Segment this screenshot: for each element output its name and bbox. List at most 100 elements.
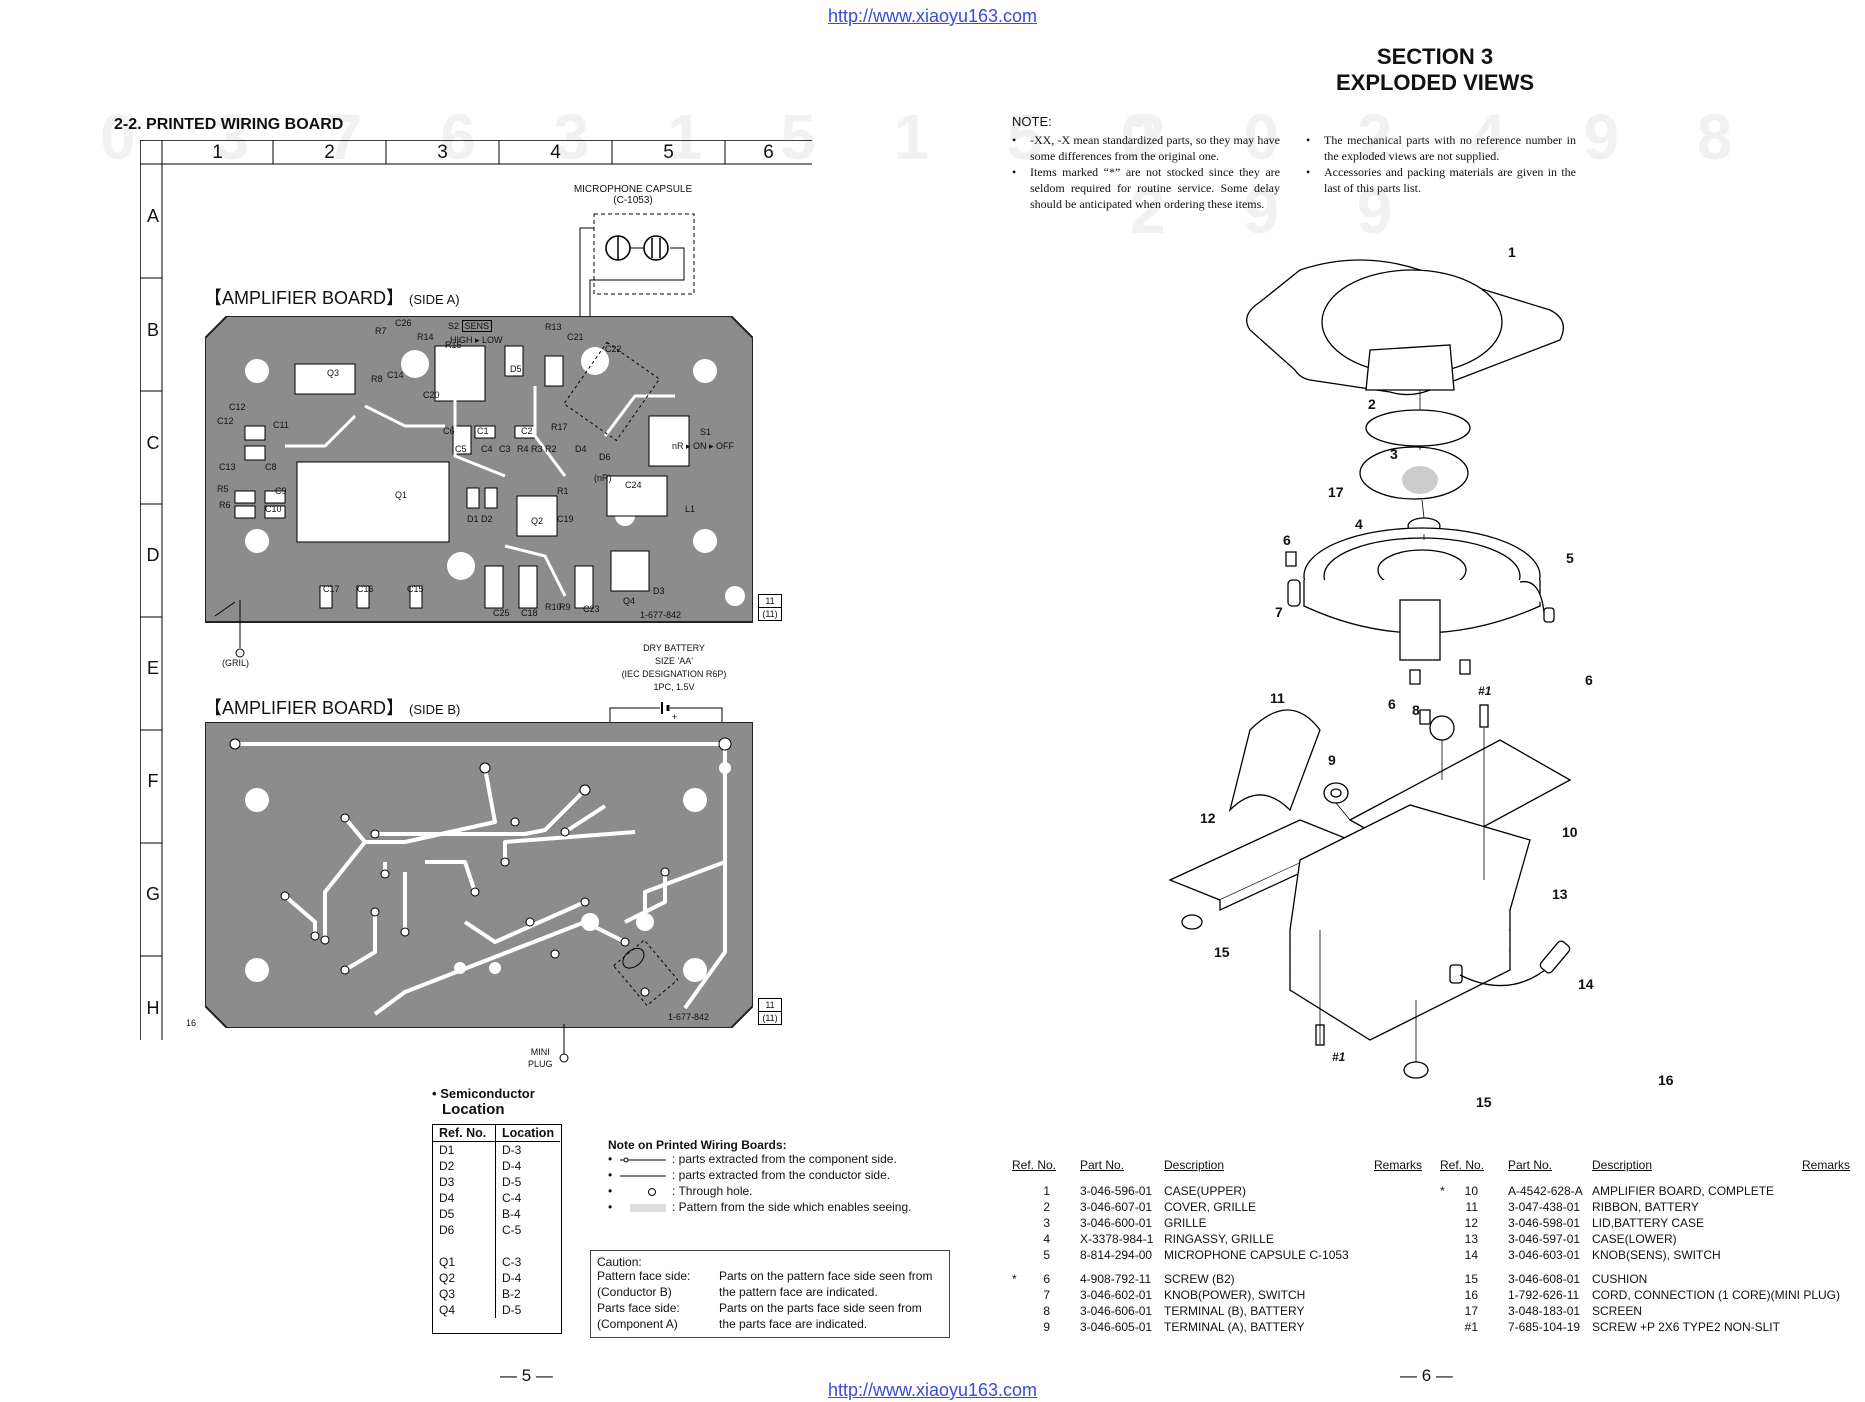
semi-ref-cell: D2 — [433, 1158, 496, 1174]
component-label: C13 — [219, 462, 236, 472]
mini-plug-line-1: MINI — [530, 1047, 550, 1057]
sheet-ref-b-top: 11 — [759, 999, 781, 1012]
watermark-digits: 0 3 7 6 3 1 5 1 5 0 — [100, 101, 1186, 173]
component-label: R14 — [417, 332, 434, 342]
parts-ref: 7 — [1043, 1288, 1050, 1302]
pwb-note: Note on Printed Wiring Boards: • : parts… — [608, 1138, 912, 1216]
component-label: L1 — [685, 504, 696, 514]
parts-number: 3-046-596-01 — [1080, 1184, 1153, 1198]
component-label: Q3 — [327, 368, 340, 378]
symbol-pattern — [630, 1204, 666, 1212]
component-label: C3 — [499, 444, 511, 454]
semi-ref-cell: Q3 — [433, 1286, 496, 1302]
component-label: Q4 — [623, 596, 636, 606]
caution-rows: Pattern face side:Parts on the pattern f… — [597, 1269, 943, 1333]
battery-line-2: SIZE 'AA' — [655, 656, 693, 666]
parts-ref: 12 — [1464, 1216, 1478, 1230]
semi-ref-cell: Q4 — [433, 1302, 496, 1318]
pwb-note-title: Note on Printed Wiring Boards: — [608, 1138, 787, 1152]
parts-ref: 3 — [1043, 1216, 1050, 1230]
parts-ref: 17 — [1464, 1304, 1478, 1318]
component-label: C24 — [625, 480, 642, 490]
pwb-note-item-4: • : Pattern from the side which enables … — [608, 1200, 912, 1214]
grid-lines — [140, 140, 812, 1040]
parts-hdr-ref-right: Ref. No. — [1440, 1158, 1485, 1172]
battery-line-3: (IEC DESIGNATION R6P) — [621, 669, 727, 679]
caution-row: (Component A)the parts face are indicate… — [597, 1317, 943, 1333]
parts-description: CUSHION — [1592, 1272, 1648, 1286]
parts-ref: #1 — [1464, 1320, 1478, 1334]
footer-url[interactable]: http://www.xiaoyu163.com — [827, 1380, 1038, 1400]
parts-description: KNOB(POWER), SWITCH — [1164, 1288, 1306, 1302]
parts-ref: 14 — [1464, 1248, 1478, 1262]
parts-description: KNOB(SENS), SWITCH — [1592, 1248, 1721, 1262]
component-label: R4 — [517, 444, 529, 454]
parts-number: A-4542-628-A — [1508, 1184, 1583, 1198]
header-url[interactable]: http://www.xiaoyu163.com — [827, 6, 1038, 26]
parts-list-right: Ref. No. Part No. Description Remarks *1… — [1440, 1158, 1860, 1348]
parts-ref: 16 — [1464, 1288, 1478, 1302]
dry-battery-label: DRY BATTERY SIZE 'AA' (IEC DESIGNATION R… — [604, 642, 744, 694]
caution-text: Parts on the parts face side seen from — [719, 1301, 922, 1315]
component-label: Q1 — [395, 490, 408, 500]
semi-location-cell: D-4 — [502, 1159, 522, 1173]
parts-ref: 8 — [1043, 1304, 1050, 1318]
component-label: R2 — [545, 444, 557, 454]
semi-location-cell: C-3 — [502, 1255, 522, 1269]
component-label: R6 — [219, 500, 231, 510]
mic-capsule-label: MICROPHONE CAPSULE (C-1053) — [568, 184, 698, 206]
component-label: C4 — [481, 444, 493, 454]
mini-plug-line-2: PLUG — [528, 1059, 553, 1069]
grid-col-3: 3 — [437, 142, 448, 163]
semiconductor-heading: • Semiconductor Location — [432, 1086, 535, 1118]
note-item-1: -XX, -X mean standardized parts, so they… — [1012, 132, 1280, 164]
semi-location-cell: C-5 — [502, 1223, 522, 1237]
parts-ref: 11 — [1465, 1200, 1478, 1214]
side-a-heading: 【AMPLIFIER BOARD】 (SIDE A) — [204, 288, 460, 308]
component-label: C26 — [395, 318, 412, 328]
component-label: C12 — [217, 416, 234, 426]
component-label: C25 — [493, 608, 510, 618]
parts-number: 3-046-607-01 — [1080, 1200, 1153, 1214]
component-label: C15 — [407, 584, 424, 594]
grid-row-a: A — [146, 206, 159, 226]
parts-ref: 9 — [1043, 1320, 1050, 1334]
parts-ref: 4 — [1043, 1232, 1050, 1246]
semiconductor-title: Semiconductor — [440, 1086, 535, 1101]
component-label: C1 — [477, 426, 489, 436]
parts-number: 3-046-600-01 — [1080, 1216, 1153, 1230]
side-a-side: (SIDE A) — [409, 292, 460, 307]
sheet-ref-a-bottom: (11) — [762, 609, 778, 619]
parts-description: COVER, GRILLE — [1164, 1200, 1257, 1214]
sheet-ref-b-bottom: (11) — [762, 1013, 778, 1023]
note-item-2: Items marked “*” are not stocked since t… — [1012, 164, 1280, 212]
parts-hdr-remarks-right: Remarks — [1802, 1158, 1851, 1172]
mini-plug-label: MINI PLUG — [528, 1046, 553, 1070]
component-label: D6 — [599, 452, 611, 462]
component-label: C5 — [455, 444, 467, 454]
semi-ref-cell: D5 — [433, 1206, 496, 1222]
semi-location-cell: D-3 — [502, 1143, 522, 1157]
component-label: C9 — [275, 486, 287, 496]
parts-hdr-ref-left: Ref. No. — [1012, 1158, 1057, 1172]
sheet-ref-a-top: 11 — [759, 595, 781, 608]
s2-ref: S2 — [448, 321, 460, 331]
parts-number: 3-046-608-01 — [1508, 1272, 1581, 1286]
parts-hdr-part-right: Part No. — [1508, 1158, 1553, 1172]
parts-mark: * — [1012, 1272, 1017, 1286]
component-label: C16 — [357, 584, 374, 594]
caution-text: the pattern face are indicated. — [719, 1285, 878, 1299]
caution-row: (Conductor B)the pattern face are indica… — [597, 1285, 943, 1301]
grid-row-c: C — [146, 433, 160, 453]
note-item-3: The mechanical parts with no reference n… — [1306, 132, 1576, 164]
